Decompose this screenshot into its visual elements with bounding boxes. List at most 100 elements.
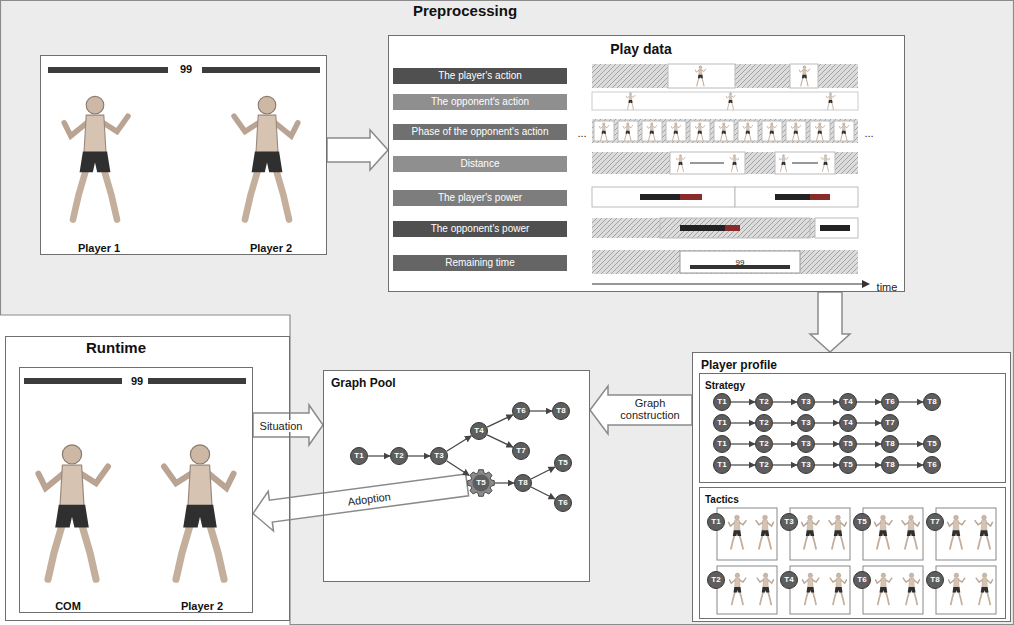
timeline-art [826,93,835,110]
text-slot: COM [38,596,98,614]
strategy-step: T8 [881,456,899,474]
arrow-label: Graph construction [612,397,688,421]
text-slot: T3 [431,448,447,464]
node-label: T4 [474,426,483,435]
row-label: The player's power [393,190,567,206]
node-label: Remaining time [445,257,514,269]
flow-arrow [495,482,514,483]
node-label: T6 [927,460,936,469]
text-slot: T5 [555,455,571,471]
tactic-label: T3 [780,513,798,531]
tactic-pictures [802,515,819,549]
text-slot: T4 [471,423,487,439]
label-slot: time [872,277,902,295]
panel-text: Runtime [86,339,146,356]
node-label: T6 [516,406,525,415]
node-label: T1 [717,439,726,448]
flow-arrow [773,401,797,402]
arrow-label: Adoption [345,490,394,508]
text-slot: T6 [513,403,529,419]
strategy-step: T6 [923,456,941,474]
timeline-art [810,194,830,200]
text-slot: Tactics [705,489,785,507]
panel-text: Player 2 [250,242,292,255]
node-label: T8 [885,439,894,448]
node-label: T2 [394,451,403,460]
node-label: T8 [927,397,936,406]
node-label: T5 [558,458,567,467]
flow-arrow [899,443,923,444]
flow-arrow [857,443,881,444]
strategy-step: T4 [839,414,857,432]
graph-node: T4 [470,422,488,440]
text-slot: T7 [513,443,529,459]
text-slot: T3 [798,436,814,452]
node-label: T3 [801,397,810,406]
timeline-art [680,225,725,231]
flow-arrow [815,443,839,444]
timeline-art [862,280,870,288]
text-slot: The opponent's power [393,221,567,237]
timeline-art [775,152,835,174]
text-slot: T2 [756,457,772,473]
tactic-pictures [717,508,777,560]
node-label: T5 [857,517,866,526]
timeline-art [821,155,830,172]
tactic-pictures [875,515,892,549]
timeline-art [592,64,858,88]
strategy-step: T1 [713,435,731,453]
tactic-pictures [829,515,846,549]
node-label: The player's action [438,70,522,82]
node-label: T7 [885,418,894,427]
text-slot: T1 [351,448,367,464]
row-label: Phase of the opponent's action [393,124,567,140]
node-label: T5 [476,478,485,487]
timeline-art [791,123,800,141]
block-arrow [590,386,692,434]
text-slot: T1 [714,394,730,410]
timeline-art [642,121,662,141]
strategy-step: T3 [797,393,815,411]
text-slot: T2 [708,572,724,588]
timeline-art [592,119,858,143]
flow-arrow [773,443,797,444]
text-slot: T4 [781,572,797,588]
plain-label: 99 [736,258,745,267]
panel-text: Tactics [705,494,739,506]
label-slot: ... [573,123,591,141]
block-arrow [810,292,850,352]
text-slot: T3 [798,415,814,431]
timeline-art [592,92,858,110]
text-slot: T7 [882,415,898,431]
timeline-art [680,251,800,273]
strategy-step: T6 [881,393,899,411]
row-label: The opponent's power [393,221,567,237]
timeline-art [775,194,810,200]
flow-arrow [773,464,797,465]
strategy-step: T1 [713,414,731,432]
flow-arrow [899,401,923,402]
node-label: T5 [843,460,852,469]
flow-arrow [731,464,755,465]
flow-arrow [815,422,839,423]
panel-ground [5,35,1011,622]
node-label: T6 [857,575,866,584]
panel-text: Strategy [705,380,745,392]
text-slot: T3 [781,514,797,530]
edge-label-slot: Adoption [336,485,402,511]
play-data-panel: Play dataThe player's actionThe opponent… [388,35,905,292]
row-label: The opponent's action [393,94,567,110]
tactic-label: T4 [780,571,798,589]
timeline-art [676,155,685,172]
tactic-label: T2 [707,571,725,589]
text-slot: T1 [708,514,724,530]
timeline-art [815,123,824,141]
node-label: The opponent's power [431,223,530,235]
text-slot: T5 [924,436,940,452]
row-label: Remaining time [393,255,567,271]
panel-text: Preprocessing [413,2,517,19]
panel-ground [40,55,327,255]
graph-node: T3 [430,447,448,465]
